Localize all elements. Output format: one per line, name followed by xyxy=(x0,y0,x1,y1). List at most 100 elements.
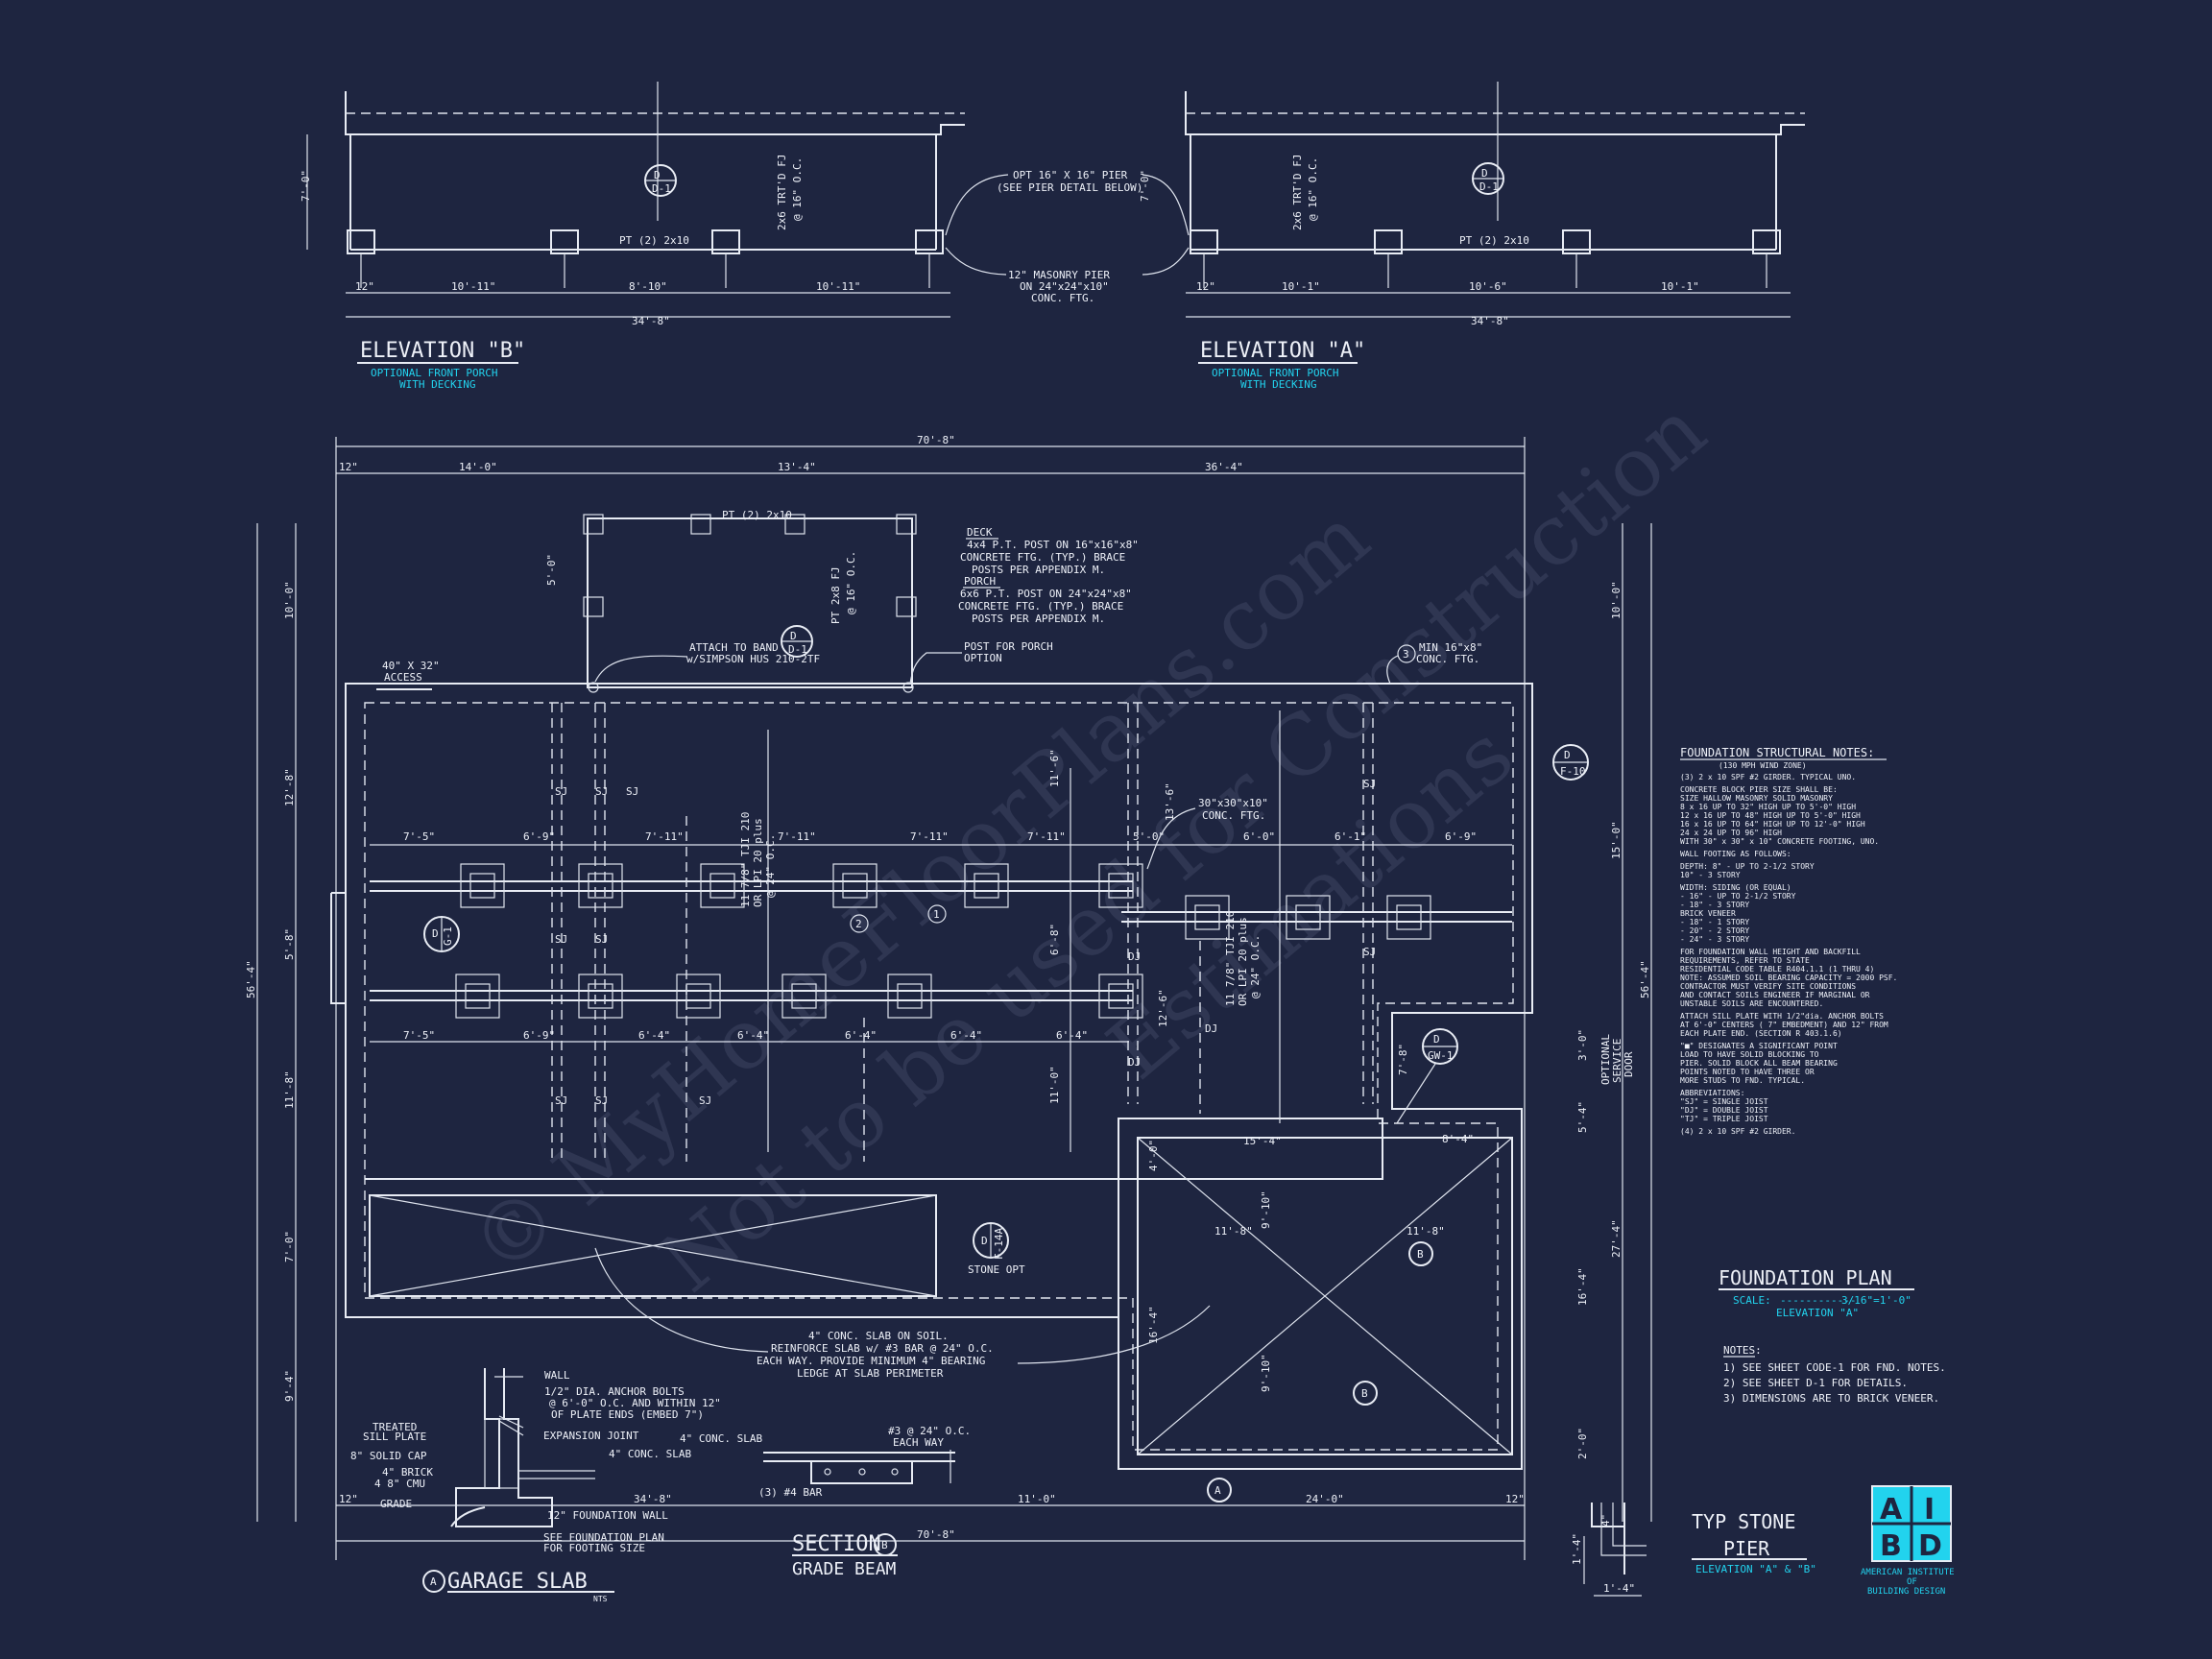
logo-line-3: BUILDING DESIGN xyxy=(1867,1587,1945,1597)
sj-label: SJ xyxy=(595,1094,608,1107)
structural-note-line: 24 x 24 UP TO 96" HIGH xyxy=(1680,829,1782,837)
sp-dim-3: 4" xyxy=(1599,1514,1612,1527)
plan-left-dim-3: 5'-8" xyxy=(283,928,296,960)
sb-label-3: EACH WAY xyxy=(893,1436,944,1449)
structural-note-line: CONTRACTOR MUST VERIFY SITE CONDITIONS xyxy=(1680,982,1856,991)
pier-callout: OPT 16" X 16" PIER (SEE PIER DETAIL BELO… xyxy=(945,169,1190,304)
row2-dim-4: 6'-4" xyxy=(737,1029,769,1042)
gs-label-13: 12" FOUNDATION WALL xyxy=(547,1509,668,1522)
deck-beam: PT (2) 2x10 xyxy=(722,509,792,521)
attach-note-1: ATTACH TO BAND xyxy=(689,641,779,654)
gs-label-2: 1/2" DIA. ANCHOR BOLTS xyxy=(544,1385,685,1398)
structural-note-line: NOTE: ASSUMED SOIL BEARING CAPACITY = 20… xyxy=(1680,974,1897,982)
interior-dim-1: 11'-6" xyxy=(1048,749,1061,787)
joist-note-1c: @ 24" O.C. xyxy=(764,834,777,898)
sj-label: SJ xyxy=(555,933,567,946)
scale-label: SCALE: xyxy=(1733,1294,1771,1307)
logo-letter-d: D xyxy=(1918,1529,1942,1563)
interior-dim-10: 11'-8" xyxy=(1407,1225,1445,1238)
structural-note-line: ATTACH SILL PLATE WITH 1/2"dia. ANCHOR B… xyxy=(1680,1012,1884,1021)
plan-left-dim-1: 10'-0" xyxy=(283,581,296,619)
deck-joist-1: PT 2x8 FJ xyxy=(830,566,842,624)
elev-a-overall: 34'-8" xyxy=(1471,315,1509,327)
elev-a-span-1: 10'-1" xyxy=(1282,280,1320,293)
structural-note-line: AT 6'-0" CENTERS ( 7" EMBEDMENT) AND 12"… xyxy=(1680,1021,1888,1029)
interior-dim-12: 9'-10" xyxy=(1260,1354,1272,1392)
deck-dim: 5'-0" xyxy=(545,554,558,586)
gs-tag: A xyxy=(430,1575,437,1588)
plan-left-dim-4: 11'-8" xyxy=(283,1070,296,1109)
sb-label-2: #3 @ 24" O.C. xyxy=(888,1425,971,1437)
sj-label: SJ xyxy=(699,1094,711,1107)
logo-letter-b: B xyxy=(1880,1529,1902,1563)
foundation-plan: 70'-8" 12" 14'-0" 13'-4" 36'-4" 56'-4" 1… xyxy=(245,434,1652,1560)
elev-b-pier-1: 12" xyxy=(355,280,374,293)
tag-f14a-letter: D xyxy=(981,1235,988,1247)
logo-line-1: AMERICAN INSTITUTE xyxy=(1861,1568,1955,1577)
slab-note-1: 4" CONC. SLAB ON SOIL. xyxy=(808,1330,949,1342)
tag-f10-letter: D xyxy=(1564,749,1571,761)
slab-note-4: LEDGE AT SLAB PERIMETER xyxy=(797,1367,944,1380)
sj-label: SJ xyxy=(555,785,567,798)
tag-g1-sheet: G-1 xyxy=(442,926,454,946)
row1-dim-4: 7'-11" xyxy=(778,830,816,843)
gs-label-4: OF PLATE ENDS (EMBED 7") xyxy=(551,1408,704,1421)
sp-dim-1: 1'-4" xyxy=(1571,1533,1583,1565)
elev-a-sub-1: OPTIONAL FRONT PORCH xyxy=(1212,367,1338,379)
elev-a-height: 7'-0" xyxy=(1139,170,1151,202)
plan-right-dim-6: 5'-4" xyxy=(1576,1101,1589,1133)
elev-a-sub-2: WITH DECKING xyxy=(1240,378,1316,391)
slab-note-2: REINFORCE SLAB w/ #3 BAR @ 24" O.C. xyxy=(771,1342,994,1355)
sj-label: SJ xyxy=(555,1094,567,1107)
elev-b-beam: PT (2) 2x10 xyxy=(619,234,689,247)
post-note-2: OPTION xyxy=(964,652,1002,664)
interior-dim-3: 6'-8" xyxy=(1048,924,1061,955)
callout-top-1: OPT 16" X 16" PIER xyxy=(1013,169,1128,181)
structural-note-line: "SJ" = SINGLE JOIST xyxy=(1680,1097,1768,1106)
tag-b-1: B xyxy=(1417,1248,1424,1261)
row2-dim-2: 6'-9" xyxy=(523,1029,555,1042)
structural-note-line: (3) 2 x 10 SPF #2 GIRDER. TYPICAL UNO. xyxy=(1680,773,1856,781)
callout-bottom-3: CONC. FTG. xyxy=(1031,292,1094,304)
elevation-b: D D-1 PT (2) 2x10 12" 10'-11" 8'-10" 10'… xyxy=(300,82,965,391)
interior-dim-8: 15'-4" xyxy=(1243,1135,1282,1147)
structural-note-line: WALL FOOTING AS FOLLOWS: xyxy=(1680,850,1791,858)
structural-note-line: WIDTH: SIDING (OR EQUAL) xyxy=(1680,883,1791,892)
sj-label: SJ xyxy=(626,785,638,798)
callout-top-2: (SEE PIER DETAIL BELOW) xyxy=(997,181,1142,194)
pier-row-3 xyxy=(1185,895,1431,940)
title-elevation: ELEVATION "A" xyxy=(1776,1307,1859,1319)
attach-note-2: w/SIMPSON HUS 210-2TF xyxy=(686,653,820,665)
structural-note-line: ABBREVIATIONS: xyxy=(1680,1089,1744,1097)
joist-note-1a: 11 7/8" TJI 210 xyxy=(739,812,752,907)
notes-heading: FOUNDATION STRUCTURAL NOTES: xyxy=(1680,746,1874,759)
plan-left-dim-5: 7'-0" xyxy=(283,1231,296,1262)
interior-dim-11: 9'-10" xyxy=(1260,1190,1272,1229)
deck-joist-2: @ 16" O.C. xyxy=(845,551,857,614)
structural-note-line: - 18" - 3 STORY xyxy=(1680,901,1749,909)
structural-note-line: WITH 30" x 30" x 10" CONCRETE FOOTING, U… xyxy=(1680,837,1879,846)
gs-label-6: SILL PLATE xyxy=(363,1431,426,1443)
structural-notes: FOUNDATION STRUCTURAL NOTES: (130 MPH WI… xyxy=(1680,746,1897,1136)
structural-note-line: 16 x 16 UP TO 64" HIGH UP TO 12'-0" HIGH xyxy=(1680,820,1865,829)
tag-f10-sheet: F-10 xyxy=(1560,765,1586,778)
bottom-overall: 70'-8" xyxy=(917,1528,955,1541)
elev-a-joist-2: @ 16" O.C. xyxy=(1307,157,1319,221)
gs-label-9: 4 8" CMU xyxy=(374,1478,425,1490)
sp-title-1: TYP STONE xyxy=(1692,1510,1795,1533)
elev-b-sub-2: WITH DECKING xyxy=(399,378,475,391)
structural-note-line: - 24" - 3 STORY xyxy=(1680,935,1749,944)
sp-dim-2: 1'-4" xyxy=(1603,1582,1635,1595)
deck-note-8: POSTS PER APPENDIX M. xyxy=(972,613,1105,625)
elev-b-height: 7'-0" xyxy=(300,170,312,202)
sb-label-1: 4" CONC. SLAB xyxy=(680,1432,762,1445)
title: FOUNDATION PLAN xyxy=(1719,1266,1892,1289)
title-note-3: 3) DIMENSIONS ARE TO BRICK VENEER. xyxy=(1723,1392,1939,1405)
elevation-a: D D-1 PT (2) 2x10 12" 10'-1" 10'-6" 10'-… xyxy=(1139,82,1805,391)
elev-a-joist-1: 2x6 TRT'D FJ xyxy=(1291,155,1304,230)
elev-b-tag-letter: D xyxy=(654,169,661,181)
service-door-3: DOOR xyxy=(1623,1051,1635,1077)
pier-row-1 xyxy=(460,863,1143,908)
structural-note-line: EACH PLATE END. (SECTION R 403.1.6) xyxy=(1680,1029,1842,1038)
